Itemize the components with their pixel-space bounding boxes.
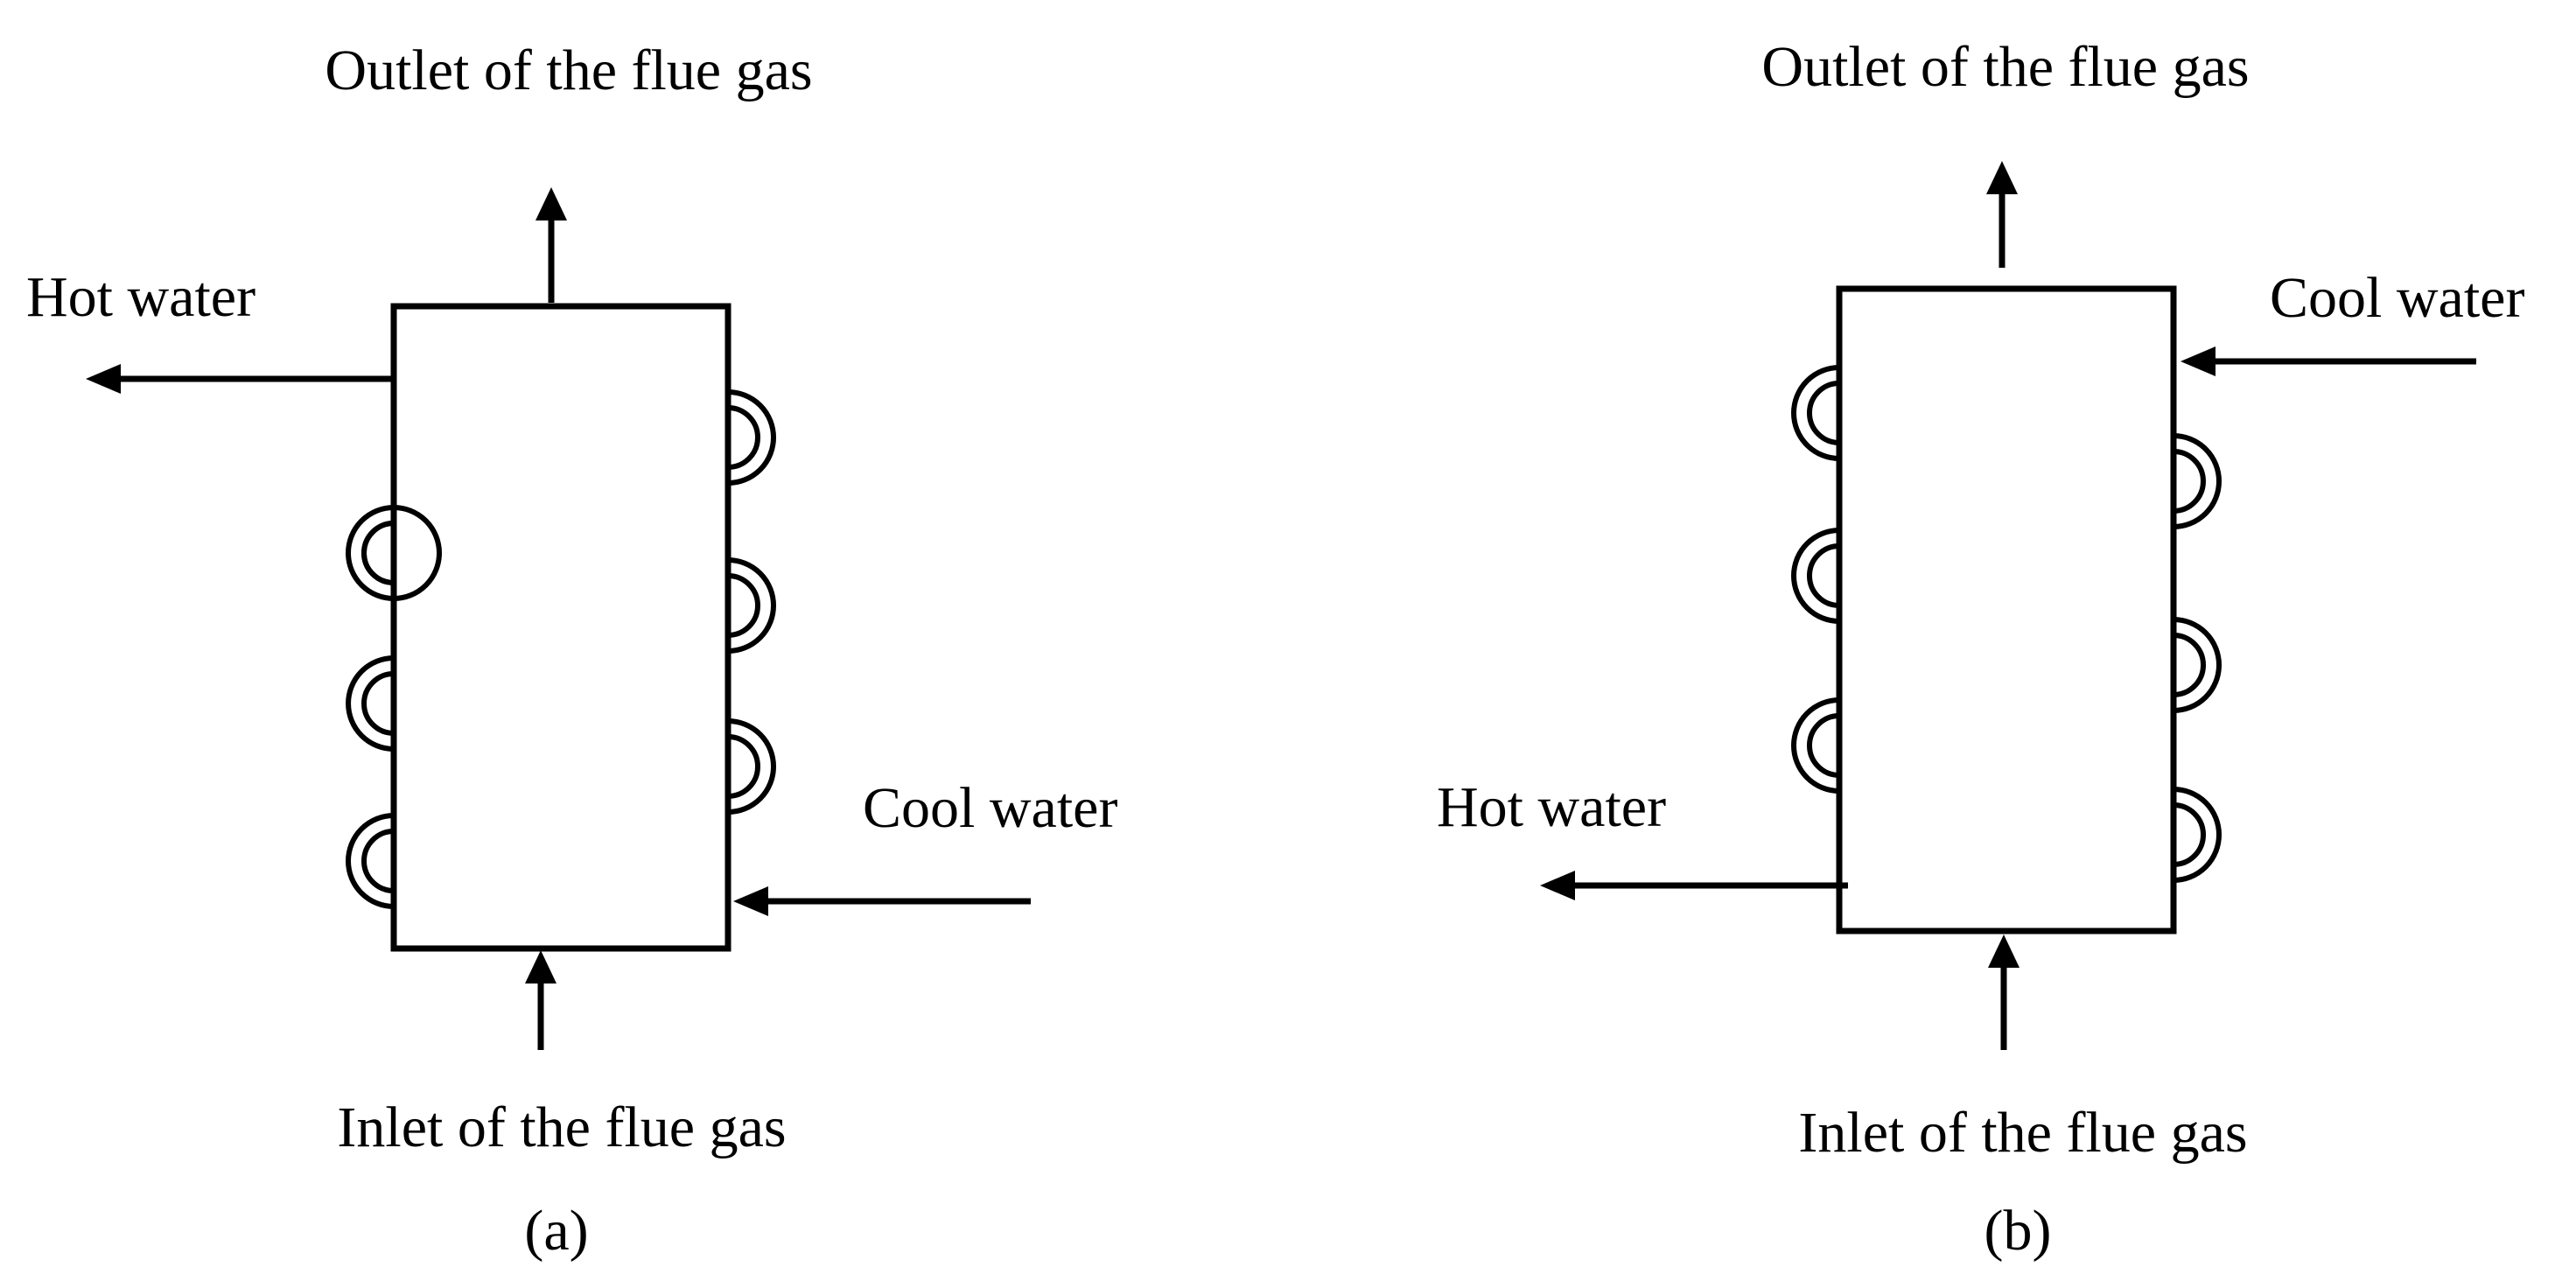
hot-water-label: Hot water <box>1437 775 1666 839</box>
outlet-label: Outlet of the flue gas <box>325 38 812 102</box>
coil-icon <box>346 655 395 752</box>
inlet-label: Inlet of the flue gas <box>1798 1101 2247 1165</box>
arrow-left-icon <box>86 364 394 394</box>
heat-exchanger-body <box>1836 285 2177 934</box>
arrow-left-icon <box>733 886 1031 916</box>
arrow-up-icon <box>1986 161 2018 268</box>
inlet-label: Inlet of the flue gas <box>337 1096 786 1159</box>
arrow-up-icon <box>525 950 556 1050</box>
arrow-left-icon <box>2180 346 2476 376</box>
cool-water-label: Cool water <box>2270 266 2524 330</box>
coil-icon <box>2173 787 2222 883</box>
heat-exchanger-body <box>390 303 732 952</box>
panel-caption: (a) <box>524 1199 588 1263</box>
coil-icon <box>727 557 776 654</box>
coil-icon <box>346 505 395 601</box>
outlet-label: Outlet of the flue gas <box>1761 35 2249 99</box>
hot-water-label: Hot water <box>26 265 256 329</box>
coil-icon <box>1791 697 1840 794</box>
left-coils <box>346 505 442 909</box>
panel-b: Outlet of the flue gas Cool water Hot wa… <box>1437 35 2524 1263</box>
arrow-left-icon <box>1540 871 1848 900</box>
coil-icon <box>2173 433 2222 529</box>
coil-icon <box>727 389 776 486</box>
right-coils <box>2173 433 2222 883</box>
left-coils <box>1791 365 1840 794</box>
panel-a: Outlet of the flue gas Hot water Cool wa… <box>26 38 1117 1263</box>
panel-caption: (b) <box>1984 1199 2052 1263</box>
cool-water-label: Cool water <box>863 776 1117 840</box>
coil-icon <box>2173 617 2222 713</box>
coil-icon <box>1791 365 1840 461</box>
arrow-up-icon <box>1988 934 2020 1050</box>
coil-icon <box>1791 528 1840 624</box>
coil-icon <box>346 813 395 909</box>
coil-icon <box>727 718 776 815</box>
arrow-up-icon <box>536 187 567 303</box>
right-coils <box>727 389 776 815</box>
